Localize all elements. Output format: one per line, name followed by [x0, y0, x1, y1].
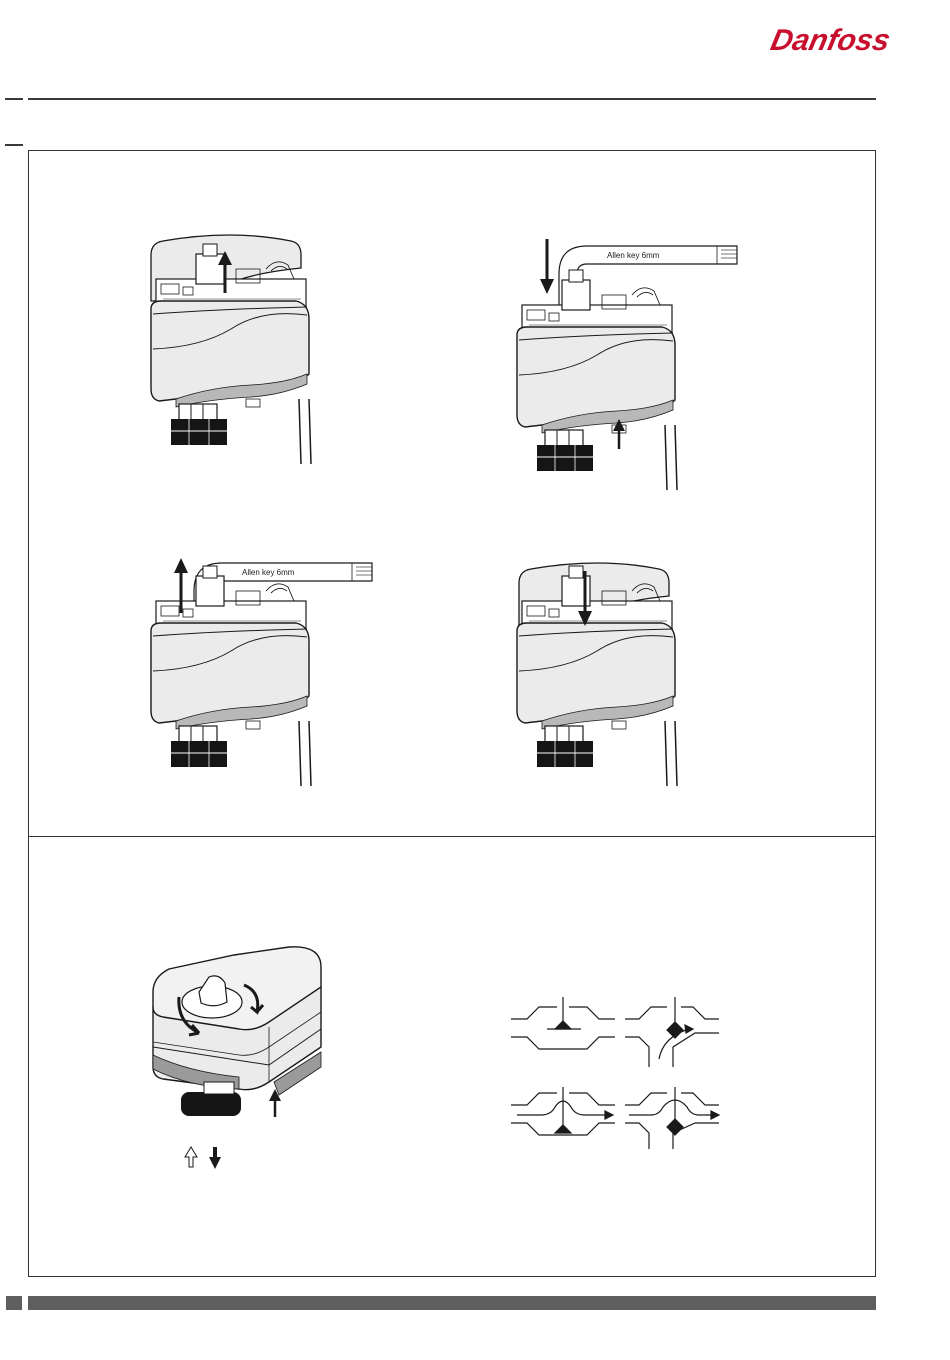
- procedure-illustrations: Allen key 6mm Allen key 6mm: [29, 151, 877, 838]
- footer-marker: [6, 1296, 22, 1310]
- margin-mark: [5, 98, 23, 100]
- step-1-remove-cover: [151, 235, 311, 464]
- valve-schematic-three-way-a: [625, 997, 719, 1067]
- margin-mark: [5, 144, 23, 146]
- up-arrow-outline-icon: [185, 1147, 197, 1167]
- valve-schematic-straight-a: [511, 997, 615, 1049]
- svg-text:Danfoss: Danfoss: [770, 24, 890, 57]
- header-rule: [28, 98, 876, 100]
- valve-schematic-three-way-b: [625, 1087, 719, 1149]
- allen-key-label: Allen key 6mm: [607, 251, 660, 260]
- actuator-closed-illustration: [153, 947, 321, 1169]
- manual-operation-panel: [28, 836, 876, 1277]
- valve-schematic-straight-b: [511, 1087, 615, 1135]
- step-4-replace-cover: [517, 563, 677, 786]
- allen-key-label: Allen key 6mm: [242, 568, 295, 577]
- step-3-remove-allen-key: Allen key 6mm: [151, 558, 372, 786]
- down-arrow-icon: [540, 239, 554, 294]
- footer-bar: [28, 1296, 876, 1310]
- manual-operation-illustrations: [29, 837, 877, 1278]
- danfoss-logo: Danfoss: [770, 18, 890, 64]
- down-arrow-icon: [209, 1147, 221, 1169]
- step-2-insert-allen-key: Allen key 6mm: [517, 239, 737, 490]
- procedure-panel: Allen key 6mm Allen key 6mm: [28, 150, 876, 837]
